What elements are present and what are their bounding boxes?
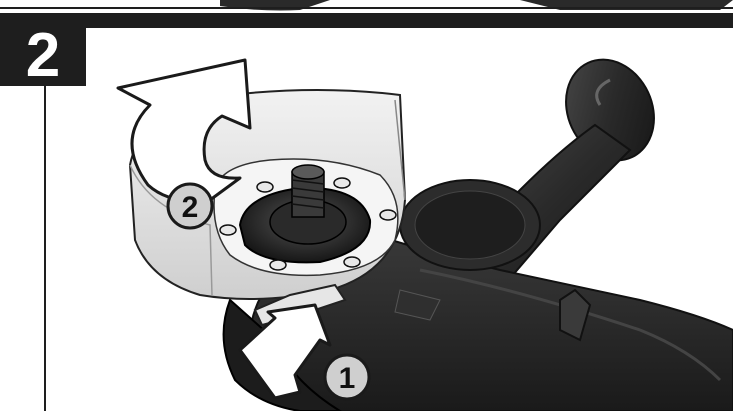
top-frame-bar [0,13,733,28]
gear-head [400,180,540,270]
callout-1-label: 1 [339,362,356,395]
callout-2: 2 [168,184,212,228]
step-number: 2 [26,25,60,87]
step-number-badge: 2 [0,26,86,86]
callout-1: 1 [325,355,369,399]
callout-2-label: 2 [182,191,199,224]
